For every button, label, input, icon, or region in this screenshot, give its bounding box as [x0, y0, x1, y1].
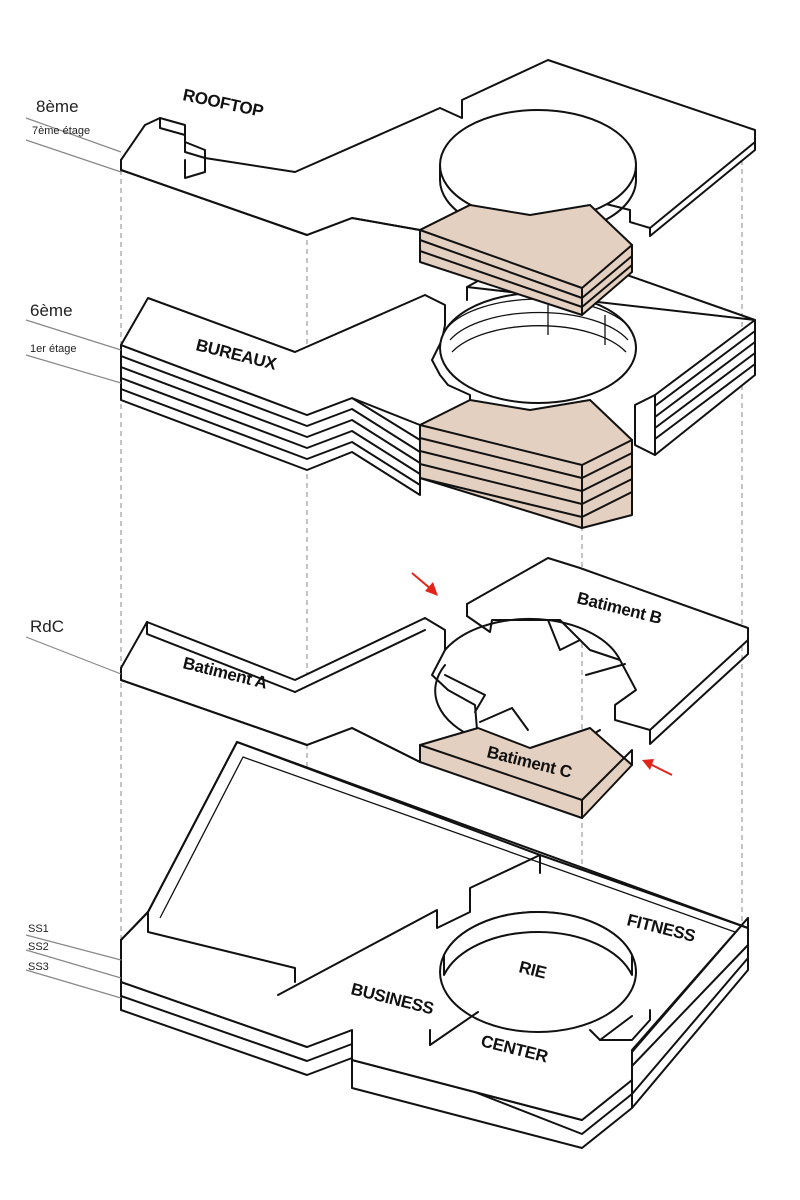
rooftop-block — [120, 59, 756, 316]
label-rooftop: ROOFTOP — [181, 85, 265, 121]
office-block — [120, 241, 756, 529]
level-rdc: RdC — [30, 617, 64, 636]
basement-block — [120, 741, 749, 1149]
ground-floor — [120, 557, 749, 819]
level-ss1: SS1 — [28, 923, 49, 935]
level-6: 6ème — [30, 301, 73, 320]
level-ss3: SS3 — [28, 961, 49, 973]
level-7: 7ème étage — [32, 125, 90, 137]
level-ss2: SS2 — [28, 941, 49, 953]
level-8: 8ème — [36, 97, 79, 116]
level-markers: 8ème 7ème étage 6ème 1er étage RdC SS1 S… — [25, 97, 122, 999]
level-1: 1er étage — [30, 343, 76, 355]
